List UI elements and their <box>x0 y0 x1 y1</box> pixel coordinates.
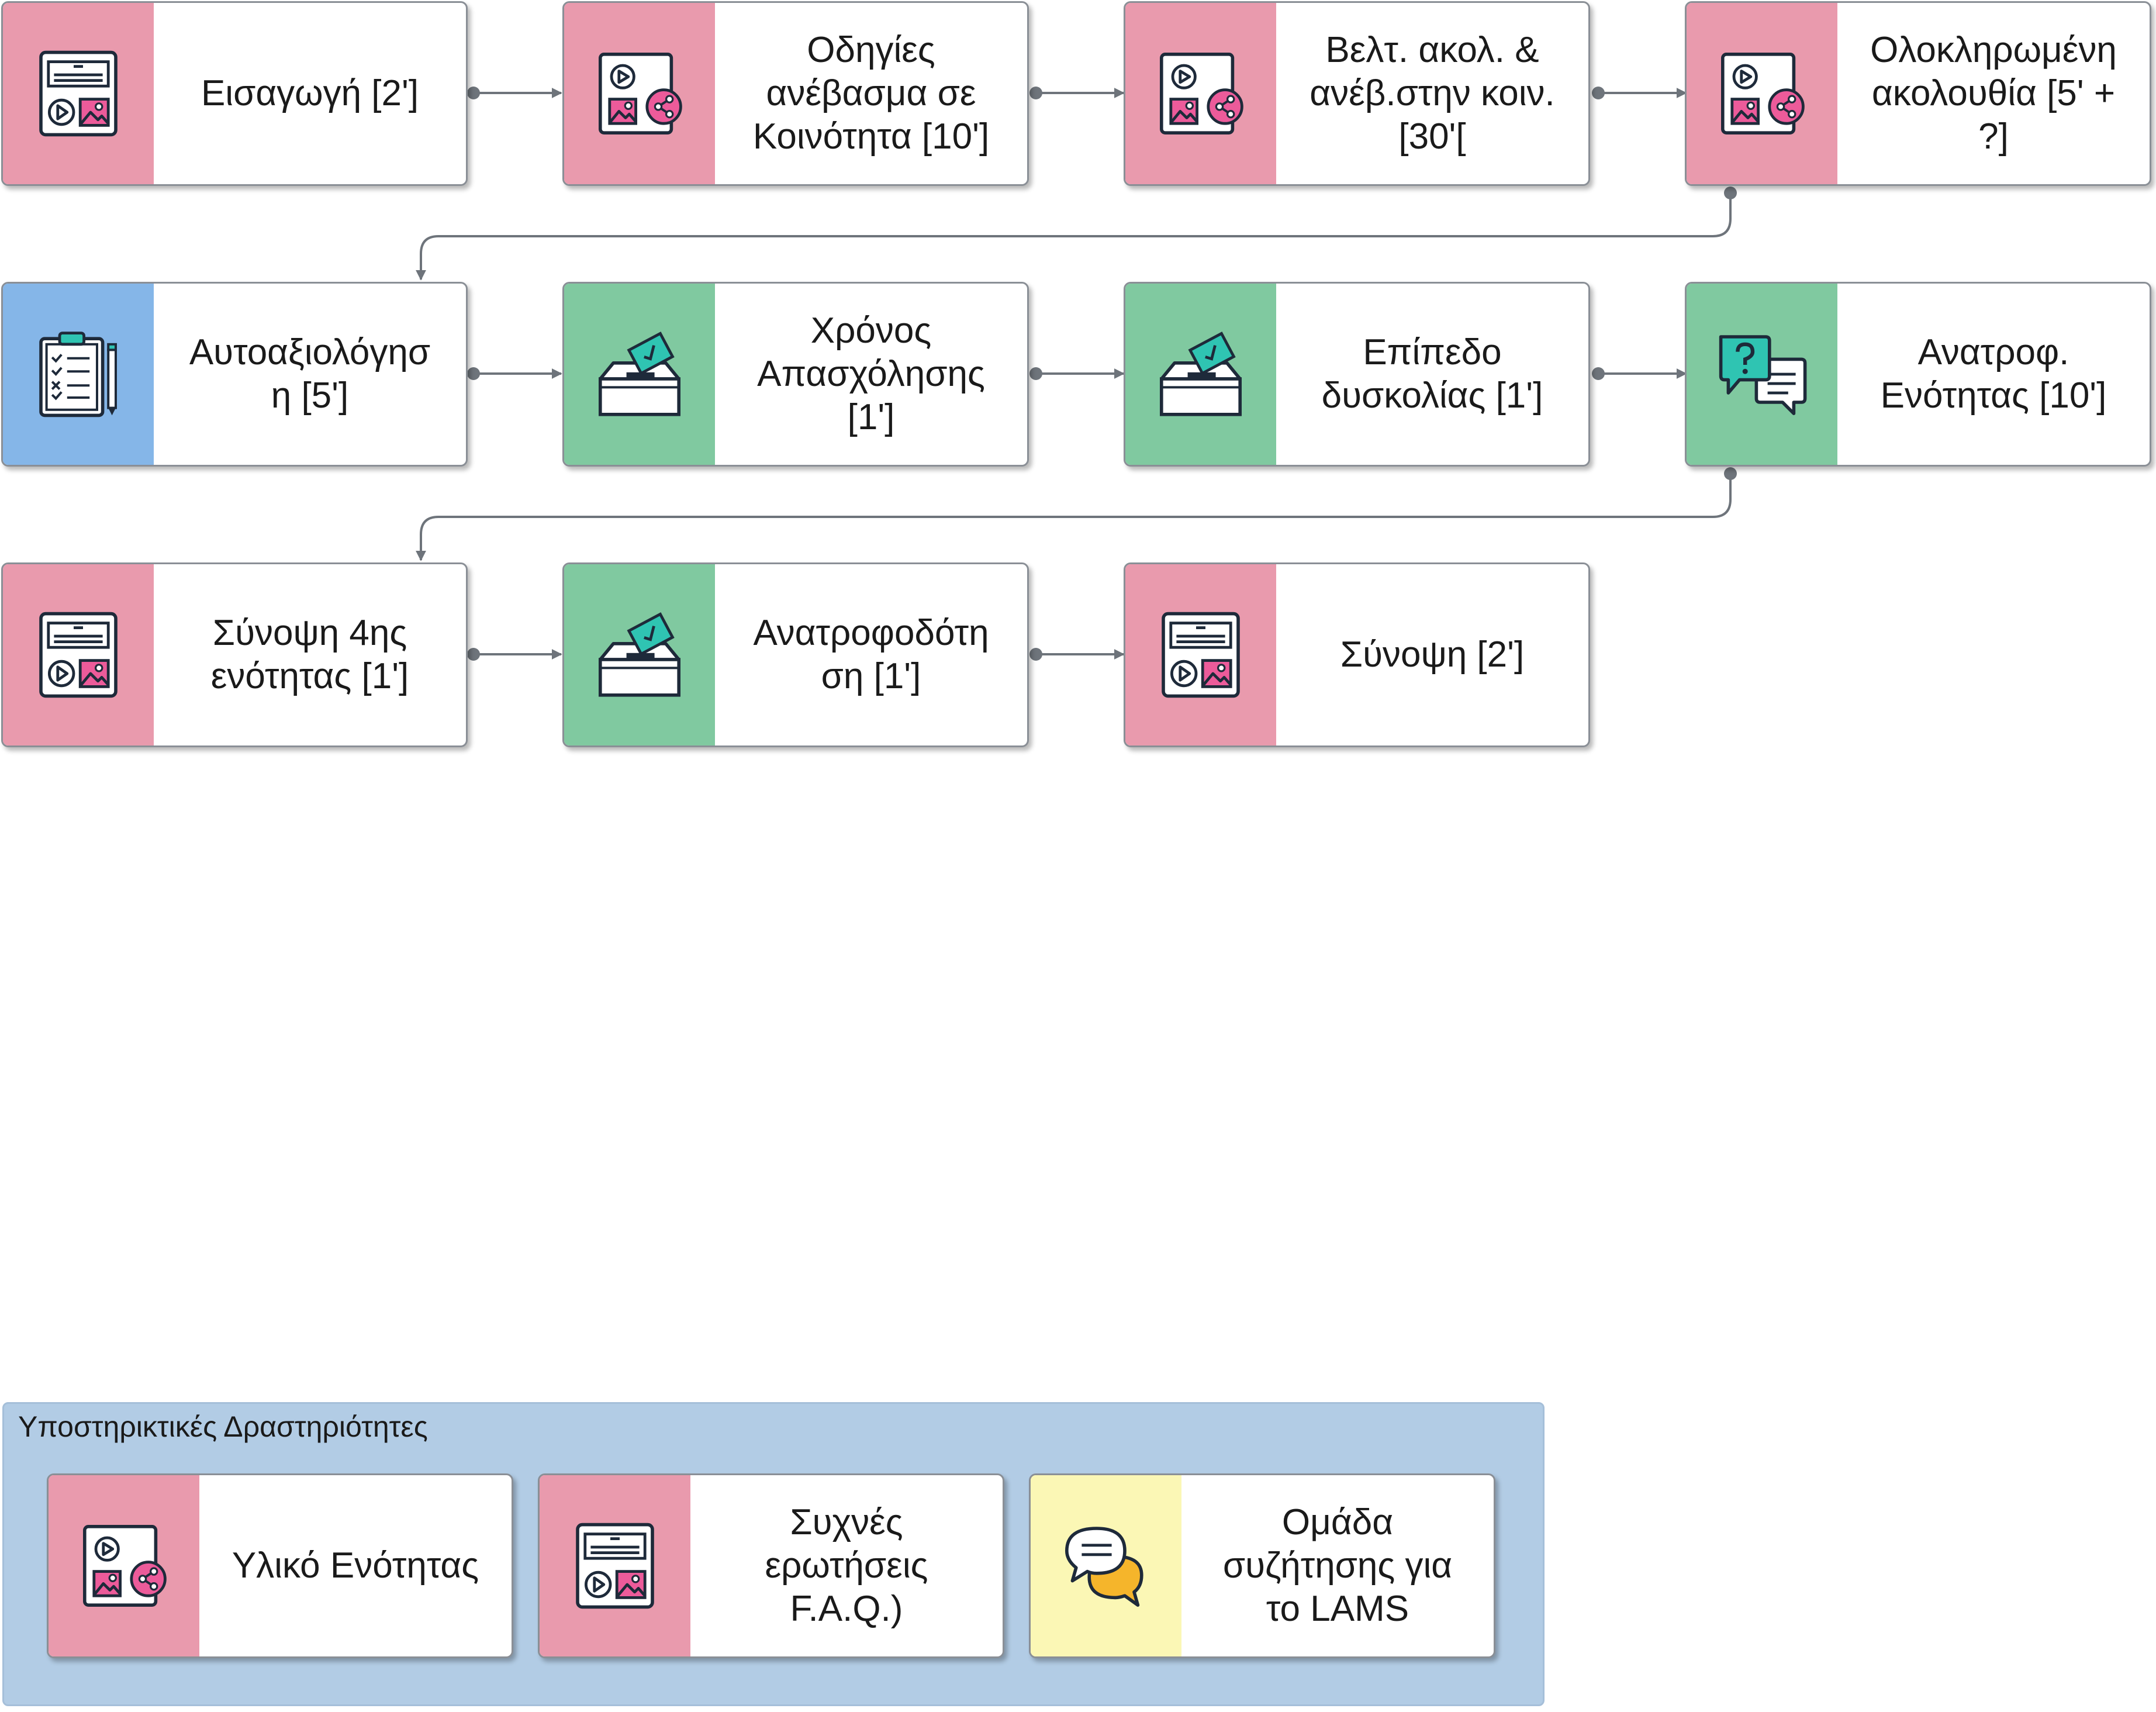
activity-card-a6[interactable]: Χρόνος Απασχόλησης [1'] <box>562 282 1029 467</box>
media-share-icon <box>83 1525 167 1607</box>
activity-label: Εισαγωγή [2'] <box>201 73 419 113</box>
activity-color-strip <box>1125 3 1276 184</box>
activity-label: Χρόνος Απασχόλησης [1'] <box>757 310 985 437</box>
support-card-s1[interactable]: Υλικό Ενότητας <box>47 1473 513 1658</box>
activity-color-strip <box>1125 284 1276 465</box>
support-label: Υλικό Ενότητας <box>232 1545 479 1586</box>
media-page-icon <box>576 1523 654 1609</box>
activity-card-a1[interactable]: Εισαγωγή [2'] <box>1 1 468 186</box>
media-page-icon <box>1162 612 1240 698</box>
support-label: Συχνές ερωτήσεις F.A.Q.) <box>765 1502 928 1629</box>
support-card-s2[interactable]: Συχνές ερωτήσεις F.A.Q.) <box>538 1473 1004 1658</box>
media-page-icon <box>39 50 118 137</box>
connector-4-5 <box>416 193 1732 281</box>
media-page-icon <box>39 612 118 698</box>
media-share-icon <box>598 53 682 134</box>
activity-card-a9[interactable]: Σύνοψη 4ης ενότητας [1'] <box>1 562 468 747</box>
activity-card-a5[interactable]: Αυτοαξιολόγησ η [5'] <box>1 282 468 467</box>
activity-card-a4[interactable]: Ολοκληρωμένη ακολουθία [5' + ?] <box>1685 1 2151 186</box>
ballot-box-icon <box>599 332 680 416</box>
activity-label: Βελτ. ακολ. & ανέβ.στην κοιν. [30'[ <box>1310 30 1555 157</box>
activity-label: Ανατροφ. Ενότητας [10'] <box>1880 332 2107 416</box>
question-chat-icon <box>1719 335 1807 415</box>
activity-card-a8[interactable]: Ανατροφ. Ενότητας [10'] <box>1685 282 2151 467</box>
activity-color-strip <box>3 284 154 465</box>
ballot-box-icon <box>1160 332 1242 416</box>
connector-8-9 <box>416 474 1732 561</box>
activity-color-strip <box>540 1475 690 1656</box>
activity-card-a7[interactable]: Επίπεδο δυσκολίας [1'] <box>1124 282 1590 467</box>
activity-label: Ανατροφοδότη ση [1'] <box>753 613 989 696</box>
activity-card-a2[interactable]: Οδηγίες ανέβασμα σε Κοινότητα [10'] <box>562 1 1029 186</box>
activity-color-strip <box>1687 284 1837 465</box>
activity-label: Σύνοψη [2'] <box>1340 634 1525 675</box>
activity-color-strip <box>564 3 715 184</box>
support-card-s3[interactable]: Ομάδα συζήτησης για το LAMS <box>1029 1473 1495 1658</box>
activity-card-a10[interactable]: Ανατροφοδότη ση [1'] <box>562 562 1029 747</box>
support-panel-title: Υποστηρικτικές Δραστηριότητες <box>18 1410 428 1443</box>
activity-color-strip <box>1031 1475 1181 1656</box>
activity-color-strip <box>1687 3 1837 184</box>
activity-color-strip <box>564 564 715 745</box>
support-label: Ομάδα συζήτησης για το LAMS <box>1222 1502 1453 1629</box>
activity-color-strip <box>49 1475 199 1656</box>
activity-color-strip <box>564 284 715 465</box>
activity-color-strip <box>3 3 154 184</box>
activity-color-strip <box>3 564 154 745</box>
activity-color-strip <box>1125 564 1276 745</box>
chat-bubbles-icon <box>1065 1527 1143 1607</box>
activity-card-a11[interactable]: Σύνοψη [2'] <box>1124 562 1590 747</box>
activity-label: Οδηγίες ανέβασμα σε Κοινότητα [10'] <box>752 30 990 157</box>
activity-label: Ολοκληρωμένη ακολουθία [5' + ?] <box>1870 30 2117 157</box>
activity-label: Επίπεδο δυσκολίας [1'] <box>1321 332 1543 416</box>
activity-label: Αυτοαξιολόγησ η [5'] <box>189 332 431 416</box>
media-share-icon <box>1721 53 1805 134</box>
media-share-icon <box>1160 53 1243 134</box>
clipboard-checklist-icon <box>39 332 117 417</box>
ballot-box-icon <box>599 612 680 697</box>
activity-card-a3[interactable]: Βελτ. ακολ. & ανέβ.στην κοιν. [30'[ <box>1124 1 1590 186</box>
activity-label: Σύνοψη 4ης ενότητας [1'] <box>210 613 409 696</box>
